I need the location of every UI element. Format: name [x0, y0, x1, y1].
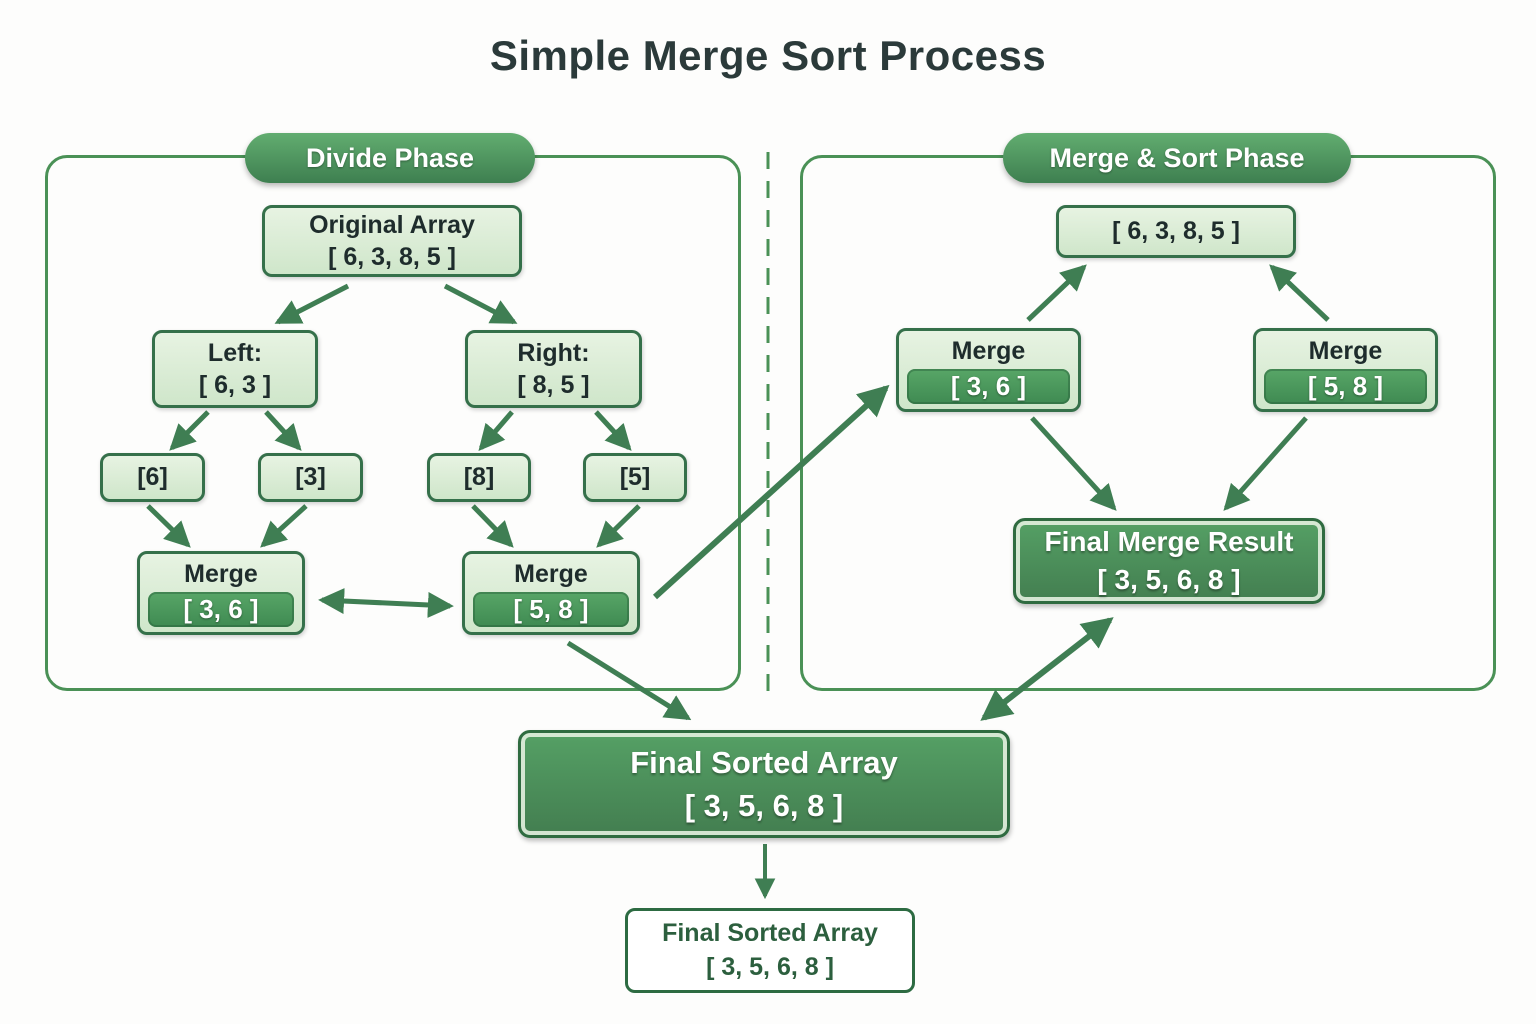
divide-merge-right-title: Merge	[514, 560, 588, 588]
original-array-value: [ 6, 3, 8, 5 ]	[328, 243, 456, 271]
divide-phase-header: Divide Phase	[245, 133, 535, 183]
merge-phase-top-array-box: [ 6, 3, 8, 5 ]	[1056, 205, 1296, 258]
final-sorted-note-title: Final Sorted Array	[662, 918, 878, 947]
single-8-value: [8]	[463, 463, 495, 492]
final-sorted-array-note: Final Sorted Array [ 3, 5, 6, 8 ]	[625, 908, 915, 993]
right-half-title: Right:	[517, 338, 590, 367]
arrow-6-to-merge	[146, 504, 191, 548]
single-element-box-8: [8]	[427, 453, 531, 502]
final-merge-result-box: Final Merge Result [ 3, 5, 6, 8 ]	[1013, 518, 1325, 604]
divide-merge-right-value: [ 5, 8 ]	[473, 592, 629, 627]
merge-phase-merge-left-box: Merge [ 3, 6 ]	[896, 328, 1081, 412]
arrow-right-to-8	[478, 410, 514, 451]
merge-phase-header: Merge & Sort Phase	[1003, 133, 1351, 183]
original-array-box: Original Array [ 6, 3, 8, 5 ]	[262, 205, 522, 277]
left-half-box: Left: [ 6, 3 ]	[152, 330, 318, 408]
arrow-mergeL-to-top	[1026, 264, 1087, 322]
arrow-5-to-merge	[596, 504, 641, 548]
divide-merge-left-title: Merge	[184, 560, 258, 588]
arrow-merge-to-final-banner	[566, 640, 692, 721]
single-6-value: [6]	[137, 463, 168, 492]
single-5-value: [5]	[619, 463, 651, 492]
arrow-original-to-left	[274, 283, 350, 325]
arrow-mergeR-to-top	[1269, 264, 1330, 322]
merge-phase-merge-right-box: Merge [ 5, 8 ]	[1253, 328, 1438, 412]
divide-merge-right-box: Merge [ 5, 8 ]	[462, 551, 640, 635]
divide-phase-label: Divide Phase	[305, 142, 475, 173]
arrow-cross-to-merge-phase	[652, 384, 890, 600]
arrow-3-to-merge	[260, 504, 308, 548]
merge-phase-top-array-value: [ 6, 3, 8, 5 ]	[1112, 217, 1240, 246]
final-merge-result-title: Final Merge Result	[1044, 526, 1294, 558]
merge-phase-merge-left-title: Merge	[951, 337, 1026, 365]
right-half-box: Right: [ 8, 5 ]	[465, 330, 642, 408]
final-sorted-array-banner: Final Sorted Array [ 3, 5, 6, 8 ]	[518, 730, 1010, 838]
left-half-value: [ 6, 3 ]	[198, 371, 272, 399]
original-array-title: Original Array	[309, 210, 475, 239]
merge-phase-merge-right-title: Merge	[1308, 337, 1383, 365]
merge-phase-merge-right-value: [ 5, 8 ]	[1264, 369, 1427, 404]
merge-phase-merge-left-value: [ 3, 6 ]	[907, 369, 1070, 404]
divide-merge-left-value: [ 3, 6 ]	[148, 592, 294, 627]
single-element-box-3: [3]	[258, 453, 363, 502]
divide-merge-left-box: Merge [ 3, 6 ]	[137, 551, 305, 635]
arrow-right-to-5	[594, 410, 632, 451]
single-element-box-6: [6]	[100, 453, 205, 502]
final-sorted-note-value: [ 3, 5, 6, 8 ]	[706, 952, 834, 981]
arrow-8-to-merge	[471, 504, 514, 548]
arrow-left-to-3	[264, 410, 302, 451]
single-element-box-5: [5]	[583, 453, 687, 502]
arrow-finalmerge-banner-bidirectional	[980, 617, 1114, 721]
arrow-original-to-right	[443, 283, 518, 325]
merge-phase-label: Merge & Sort Phase	[1049, 142, 1305, 173]
final-sorted-array-value: [ 3, 5, 6, 8 ]	[684, 788, 844, 823]
final-sorted-array-title: Final Sorted Array	[630, 744, 898, 780]
final-merge-result-value: [ 3, 5, 6, 8 ]	[1097, 564, 1241, 595]
arrow-merge-merge-bidirectional	[318, 588, 454, 618]
single-3-value: [3]	[295, 463, 326, 492]
page-title: Simple Merge Sort Process	[489, 32, 1047, 79]
arrow-mergeR-to-final	[1223, 416, 1308, 511]
arrow-left-to-6	[169, 410, 210, 451]
left-half-title: Left:	[207, 338, 263, 367]
right-half-value: [ 8, 5 ]	[517, 371, 590, 399]
arrow-mergeL-to-final	[1030, 416, 1117, 511]
